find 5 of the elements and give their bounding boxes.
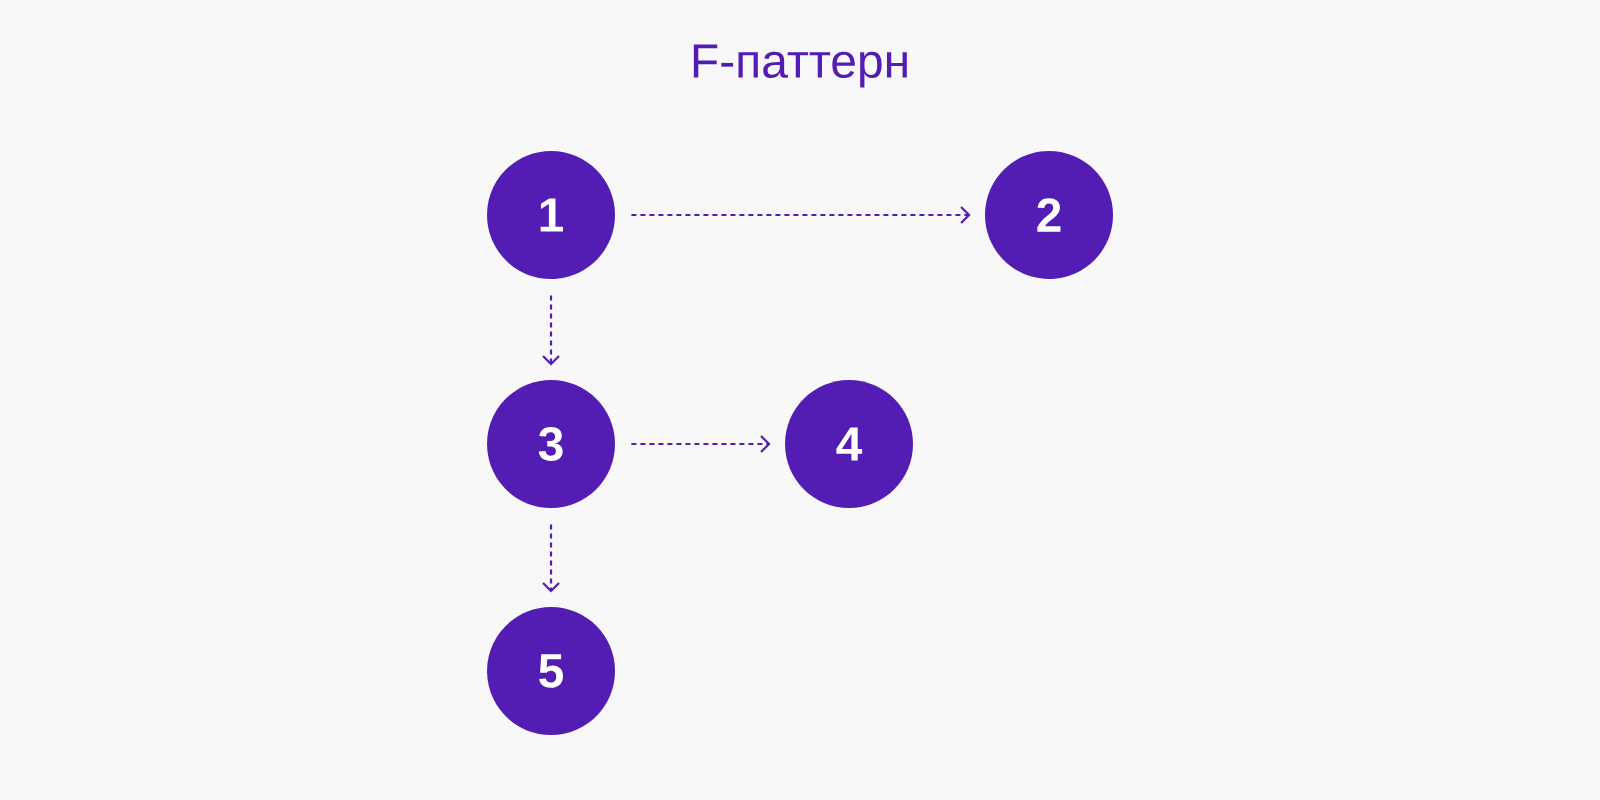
arrow (631, 206, 971, 224)
arrow (542, 524, 560, 593)
arrow (631, 435, 771, 453)
title: F-паттерн (693, 44, 907, 88)
arrow (542, 295, 560, 366)
